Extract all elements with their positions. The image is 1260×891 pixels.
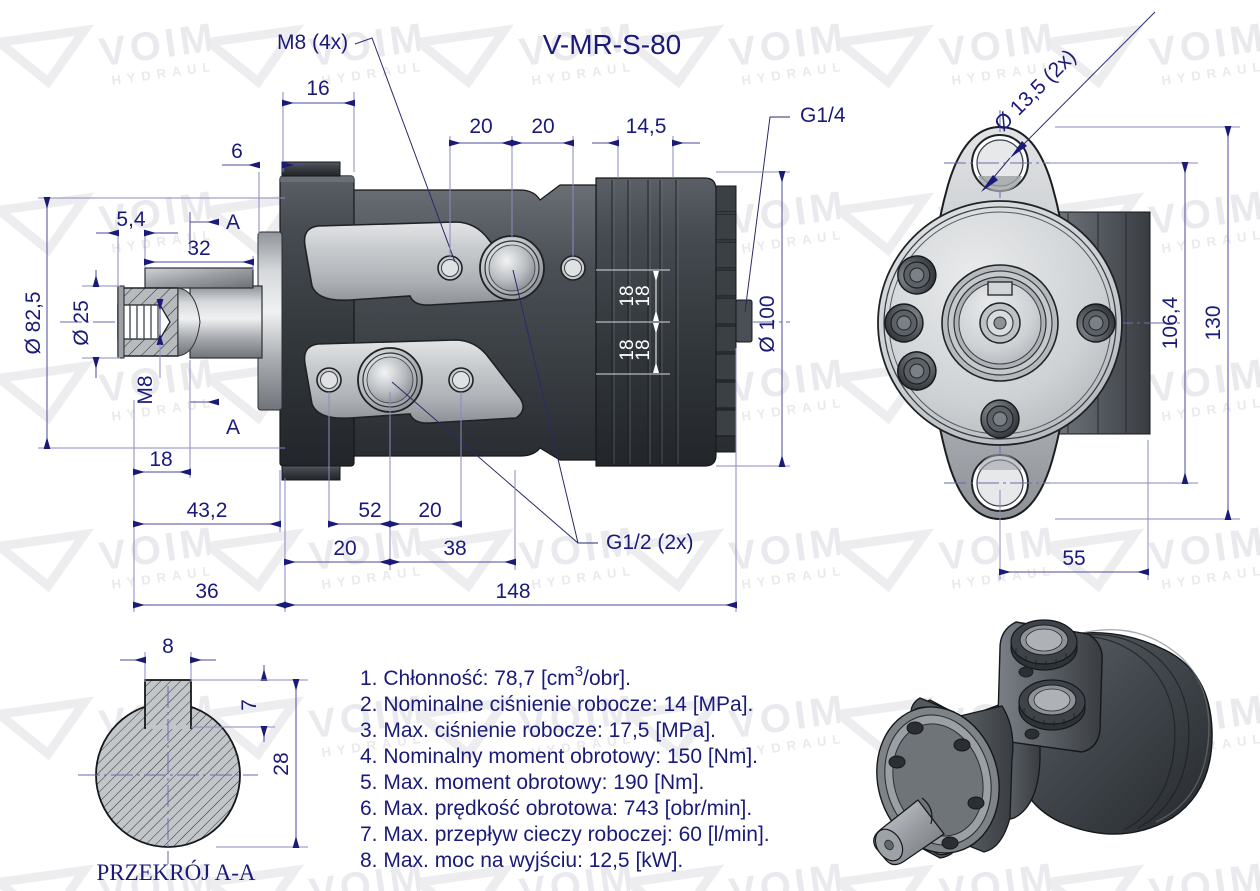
dim-32: 32 (144, 237, 254, 270)
output-shaft (189, 285, 263, 359)
section-a-bot-label: A (226, 416, 240, 439)
flange-bolts (884, 255, 1116, 439)
mount-hole-top (944, 134, 1056, 193)
spec-item-1: 1. Chłonność: 78,7 [cm3/obr]. (360, 663, 631, 690)
spec-1-pre: 1. Chłonność: 78,7 [cm (360, 667, 575, 690)
isometric-render-view (873, 619, 1213, 866)
dim-55-label: 55 (1062, 547, 1085, 570)
dim-7-label: 7 (238, 699, 261, 711)
iso-g14-hole-b (1024, 728, 1040, 740)
dim-bottom-chain-20: 52 20 (328, 392, 462, 528)
dim-20a-label: 20 (469, 115, 492, 138)
dim-20c-label: 52 (358, 499, 381, 522)
dim-432-label: 43,2 (187, 499, 228, 522)
dim-6: 6 (222, 140, 305, 236)
dim-54: 5,4 (96, 208, 178, 286)
dim-38-label: 20 (333, 537, 356, 560)
iso-port-lower (1018, 679, 1086, 731)
side-section-view: M8 (4x) 16 6 20 20 (22, 31, 846, 612)
callout-m8-4x-label: M8 (4x) (277, 31, 348, 54)
dim-36-label: 38 (443, 537, 466, 560)
port-upper-g12 (479, 235, 545, 301)
dim-32-label: 32 (187, 237, 210, 260)
dim-432: 43,2 (133, 470, 281, 532)
dim-148-label: 148 (495, 580, 530, 603)
mount-hole-bottom (944, 453, 1056, 512)
dim-6-label: 6 (231, 140, 243, 163)
shaft-key-slab (144, 267, 254, 289)
dim-100-label: Ø 100 (756, 295, 779, 352)
spec-item-7: 7. Max. przepływ cieczy roboczej: 60 [l/… (360, 823, 770, 846)
iso-g14-hole-a (1018, 666, 1034, 678)
keyway-slot (987, 281, 1013, 296)
dim-25-label: Ø 25 (70, 300, 93, 346)
dim-130: 130 (1055, 126, 1240, 520)
dim-8-label: 8 (162, 635, 174, 658)
callout-g12-label: G1/2 (2x) (606, 531, 694, 554)
specifications-list: 1. Chłonność: 78,7 [cm3/obr]. 2. Nominal… (360, 663, 770, 872)
spec-item-8: 8. Max. moc na wyjściu: 12,5 [kW]. (360, 849, 683, 872)
dim-1064: 106,4 (1050, 162, 1198, 484)
dim-25: Ø 25 (70, 270, 120, 378)
callout-g14-label: G1/4 (800, 104, 846, 127)
dim-18-white-group: 18 18 18 18 (596, 269, 670, 375)
dim-54-label: 5,4 (116, 208, 146, 231)
dim-m8-shaft: M8 (134, 299, 164, 405)
dim-130-label: 130 (1202, 305, 1225, 340)
section-a-top-label: A (226, 211, 240, 234)
dim-28: 28 (216, 679, 308, 848)
spec-1-sup: 3 (575, 663, 583, 680)
dim-38-36: 20 38 (284, 470, 516, 570)
dim-18a-label: 18 (617, 285, 638, 306)
dim-1064-label: 106,4 (1159, 296, 1182, 349)
section-aa-view: 8 7 28 PRZEKRÓJ A-A (78, 635, 308, 885)
callout-g12-2x: G1/2 (2x) (391, 269, 694, 554)
dim-m8-label: M8 (134, 375, 157, 404)
iso-output-shaft (873, 797, 945, 866)
dim-20b-label: 20 (531, 115, 554, 138)
section-mark-a-top: A (189, 211, 240, 250)
spec-item-2: 2. Nominalne ciśnienie robocze: 14 [MPa]… (360, 693, 753, 716)
section-caption: PRZEKRÓJ A-A (96, 859, 255, 885)
dim-18c-label: 18 (617, 339, 638, 360)
dim-52-148: 36 148 (133, 348, 737, 612)
iso-port-upper (1010, 619, 1078, 671)
callout-g14: G1/4 (744, 104, 846, 313)
iso-face-bolts (888, 721, 985, 850)
port-lower-g12 (357, 347, 423, 413)
bolt-holes-m8 (316, 255, 586, 393)
page-title: V-MR-S-80 (543, 29, 681, 60)
dim-825-label: Ø 82,5 (22, 291, 45, 354)
spec-item-5: 5. Max. moment obrotowy: 190 [Nm]. (360, 771, 704, 794)
g14-port-boss (735, 299, 753, 343)
spec-1-post: /obr]. (583, 667, 631, 690)
spec-item-6: 6. Max. prędkość obrotowa: 743 [obr/min]… (360, 797, 752, 820)
dim-100: Ø 100 (716, 171, 790, 467)
dim-8: 8 (120, 635, 216, 682)
dim-145-label: 14,5 (626, 115, 667, 138)
dim-18-label: 18 (149, 448, 172, 471)
port-plate-upper (303, 221, 524, 306)
rear-bolt-stack (715, 185, 753, 453)
callout-m8-4x: M8 (4x) (277, 31, 456, 263)
dim-16: 16 (282, 77, 355, 172)
mounting-flange (279, 175, 355, 467)
dim-825: Ø 82,5 (22, 197, 285, 449)
dim-55: 55 (999, 440, 1149, 580)
dim-16-label: 16 (306, 77, 329, 100)
dim-top-chain: 20 20 14,5 (449, 115, 700, 258)
dim-18b-label: 18 (633, 285, 654, 306)
dim-28-label: 28 (270, 752, 293, 775)
spec-item-3: 3. Max. ciśnienie robocze: 17,5 [MPa]. (360, 719, 716, 742)
spec-item-4: 4. Nominalny moment obrotowy: 150 [Nm]. (360, 745, 758, 768)
dim-18d-label: 18 (633, 339, 654, 360)
dim-52-label: 36 (195, 580, 218, 603)
dim-20d-label: 20 (418, 499, 441, 522)
dim-18-bottom: 18 (133, 360, 191, 478)
